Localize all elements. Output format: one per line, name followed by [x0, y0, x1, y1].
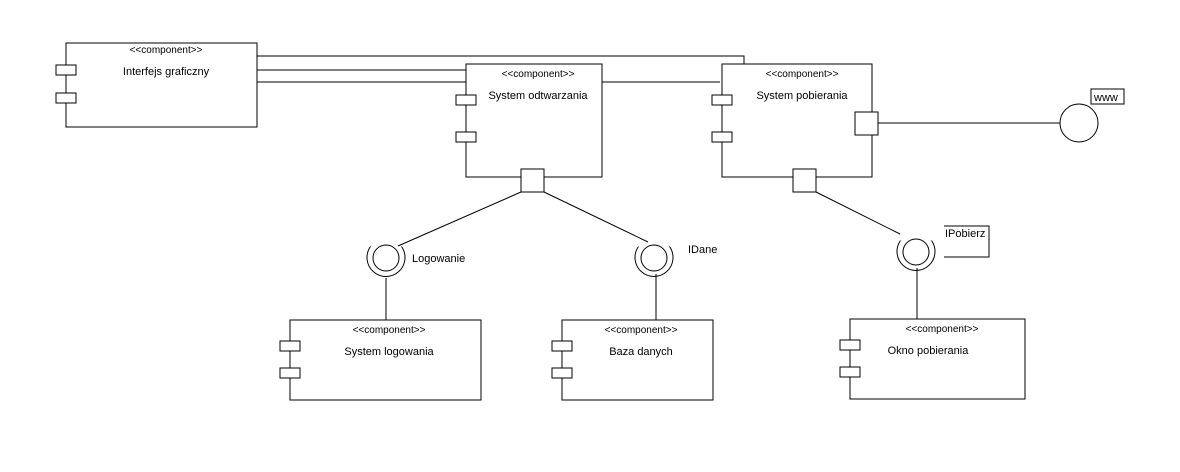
download-port-to-ipobierz-line — [815, 191, 901, 235]
component-box — [65, 42, 258, 128]
component-port-icon — [839, 366, 861, 378]
component-box — [561, 319, 714, 401]
www-label-box — [1090, 88, 1125, 105]
provided-interface-ball-icon — [1059, 103, 1099, 143]
component-port-icon — [455, 131, 477, 143]
component-port-icon — [839, 339, 861, 351]
component-port-icon — [455, 94, 477, 106]
component-port-icon — [55, 92, 77, 104]
required-interface-socket-icon — [896, 240, 936, 271]
interface-label-ipobierz: IPobierz — [945, 228, 985, 240]
playback-port-to-idane-line — [543, 191, 649, 243]
provided-interface-ball-icon — [902, 238, 930, 266]
component-name: System pobierania — [756, 90, 848, 102]
component-system-pobierania[interactable] — [711, 63, 879, 193]
ipobierz-label-box — [944, 225, 990, 258]
component-box — [465, 63, 603, 178]
connectors — [257, 55, 1060, 320]
interface-label-www: www — [1093, 92, 1118, 104]
component-name: System logowania — [344, 346, 434, 358]
interface-logowanie-symbol[interactable] — [366, 244, 406, 277]
component-port-icon — [551, 367, 573, 379]
interface-www-symbol[interactable] — [1059, 103, 1099, 143]
component-interfejs-graficzny[interactable] — [55, 42, 258, 128]
component-stereotype: <<component>> — [502, 69, 575, 80]
interface-idane-symbol[interactable] — [634, 244, 674, 277]
provided-interface-ball-icon — [640, 244, 668, 272]
component-stereotype: <<component>> — [766, 69, 839, 80]
component-port-icon — [279, 367, 301, 379]
gui-to-playback-connector — [257, 64, 468, 71]
component-stereotype: <<component>> — [906, 324, 979, 335]
provided-interface-ball-icon — [372, 244, 400, 272]
download-provided-port[interactable] — [792, 168, 817, 193]
component-name: Baza danych — [609, 346, 673, 358]
component-name: Interfejs graficzny — [123, 66, 210, 78]
component-box — [289, 319, 482, 401]
download-www-port[interactable] — [854, 111, 879, 136]
required-interface-socket-icon — [634, 246, 674, 277]
component-box — [849, 318, 1026, 400]
playback-provided-port[interactable] — [520, 168, 545, 193]
component-stereotype: <<component>> — [605, 325, 678, 336]
component-port-icon — [551, 340, 573, 352]
required-interface-socket-icon — [366, 246, 406, 277]
component-name: Okno pobierania — [888, 345, 970, 357]
component-stereotype: <<component>> — [130, 45, 203, 56]
component-system-logowania[interactable] — [279, 319, 482, 401]
component-system-odtwarzania[interactable] — [455, 63, 603, 193]
component-name: System odtwarzania — [488, 90, 588, 102]
gui-to-download-connector — [257, 55, 745, 64]
component-box — [721, 63, 873, 178]
component-port-icon — [711, 94, 733, 106]
component-port-icon — [711, 131, 733, 143]
component-port-icon — [279, 340, 301, 352]
interface-label-logowanie: Logowanie — [412, 253, 465, 265]
component-okno-pobierania[interactable] — [839, 318, 1026, 400]
interface-label-idane: IDane — [688, 244, 717, 256]
component-baza-danych[interactable] — [551, 319, 714, 401]
playback-port-to-logowanie-line — [397, 191, 522, 247]
component-port-icon — [55, 64, 77, 76]
component-stereotype: <<component>> — [353, 325, 426, 336]
interface-ipobierz-symbol[interactable] — [896, 238, 936, 271]
